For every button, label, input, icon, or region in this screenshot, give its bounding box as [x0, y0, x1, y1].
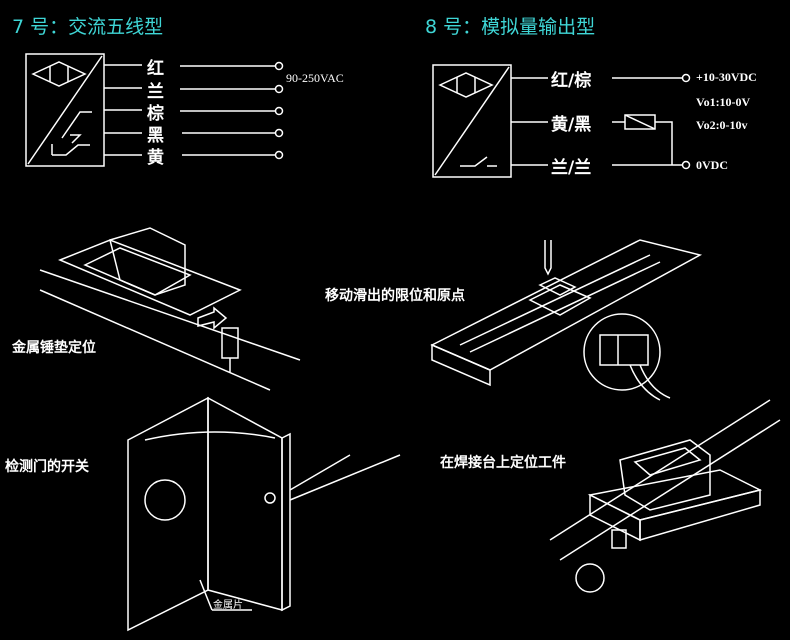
caption-welding: 在焊接台上定位工件 [440, 455, 566, 471]
welding-illustration [549, 399, 781, 593]
caption-door-switch: 检测门的开关 [5, 459, 89, 475]
wire-label: 红 [147, 59, 164, 79]
wires-8 [511, 73, 691, 170]
hammer-illustration [39, 227, 301, 391]
vo1-label: Vo1:10-0V [696, 95, 751, 109]
sensor-symbol-7 [25, 53, 105, 167]
wire-label: 棕 [147, 104, 164, 124]
wire-label: 黄 [147, 148, 164, 168]
wire-label: 兰 [147, 82, 164, 102]
title-7: 7 号：交流五线型 [12, 16, 164, 38]
supply-label-7: 90-250VAC [286, 71, 344, 85]
supply-pos-label: +10-30VDC [696, 70, 757, 84]
slide-illustration [430, 239, 703, 401]
sensor-symbol-8 [432, 64, 512, 178]
wire-label: 黑 [147, 126, 164, 146]
caption-slide-limit: 移动滑出的限位和原点 [325, 288, 465, 304]
wire-label: 黄/黑 [551, 115, 592, 135]
door-illustration [127, 396, 401, 632]
vo2-label: Vo2:0-10v [696, 118, 748, 132]
caption-metal-hammer: 金属锤垫定位 [12, 340, 96, 356]
title-8: 8 号：模拟量输出型 [425, 16, 596, 38]
wires-7 [104, 61, 284, 160]
wire-label: 兰/兰 [551, 158, 592, 178]
supply-neg-label: 0VDC [696, 158, 728, 172]
caption-metal-sheet: 金属片 [213, 600, 243, 611]
wire-label: 红/棕 [551, 71, 592, 91]
